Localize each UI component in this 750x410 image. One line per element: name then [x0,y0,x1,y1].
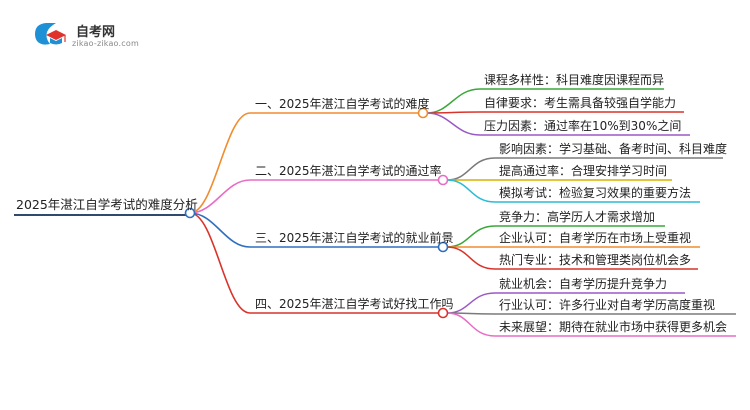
leaf-industry-recognition: 行业认可：许多行业对自考学历高度重视 [499,298,716,312]
leaf-future-outlook: 未来展望：期待在就业市场中获得更多机会 [499,320,728,334]
logo-title: 自考网 [76,25,116,40]
leaf-self-discipline: 自律要求：考生需具备较强自学能力 [484,96,677,110]
leaf-influencing-factors: 影响因素：学习基础、备考时间、科目难度 [499,142,728,156]
branch-job-finding: 四、2025年湛江自学考试好找工作吗 [255,297,454,311]
leaf-employer-recognition: 企业认可：自考学历在市场上受重视 [499,231,692,245]
leaf-mock-exam: 模拟考试：检验复习效果的重要方法 [499,186,692,200]
graduation-cap-icon [35,23,66,45]
leaf-improve-pass-rate: 提高通过率：合理安排学习时间 [499,164,668,178]
leaf-course-diversity: 课程多样性：科目难度因课程而异 [484,73,665,87]
leaf-job-opportunities: 就业机会：自考学历提升竞争力 [499,277,668,291]
branch-employment-prospects: 三、2025年湛江自学考试的就业前景 [255,231,454,245]
mindmap-root: 2025年湛江自学考试的难度分析 [16,197,198,212]
leaf-popular-majors: 热门专业：技术和管理类岗位机会多 [499,253,692,267]
leaf-pressure-factors: 压力因素：通过率在10%到30%之间 [484,119,682,133]
branch-pass-rate: 二、2025年湛江自学考试的通过率 [255,164,442,178]
site-logo[interactable]: 自考网 zikao-zikao.com [28,18,139,52]
logo-url: zikao-zikao.com [72,39,139,48]
branch-difficulty: 一、2025年湛江自学考试的难度 [255,97,430,111]
leaf-competitiveness: 竞争力：高学历人才需求增加 [499,210,656,224]
